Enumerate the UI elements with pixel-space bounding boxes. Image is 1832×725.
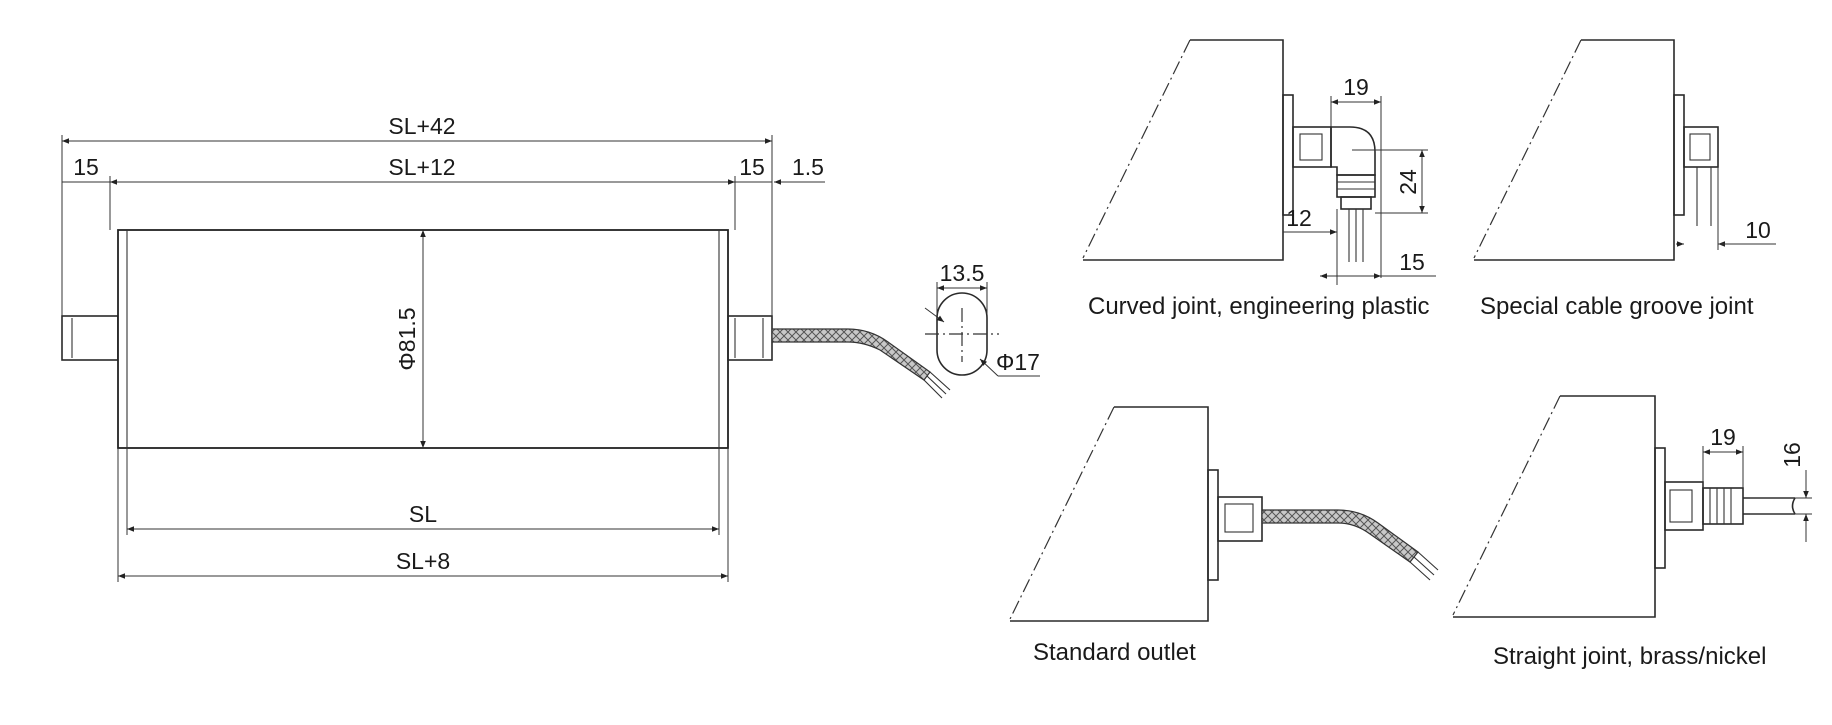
curved-dim-c: 12 [1286, 205, 1312, 231]
straight-dim-b: 16 [1779, 442, 1805, 468]
dim-inner-label: SL+12 [388, 154, 455, 180]
straight-dim-a: 19 [1710, 424, 1736, 450]
standard-caption: Standard outlet [1033, 639, 1196, 666]
dim-right-cap-label: 15 [739, 154, 765, 180]
variant-curved: 19 24 12 15 Curved joint, engineering pl… [1082, 39, 1436, 320]
standard-cable [1261, 509, 1419, 563]
dim-sl-plus-label: SL+8 [396, 548, 450, 574]
variant-standard: Standard outlet [1009, 406, 1439, 666]
left-shaft-end [61, 315, 119, 361]
groove-caption: Special cable groove joint [1480, 293, 1754, 320]
section-diameter-label: Φ17 [996, 349, 1040, 375]
dim-left-cap-label: 15 [73, 154, 99, 180]
straight-caption: Straight joint, brass/nickel [1493, 643, 1766, 670]
straight-joint-gland [1702, 487, 1744, 525]
section-shape [936, 292, 988, 376]
groove-dim-a: 10 [1745, 217, 1771, 243]
curved-dim-d: 15 [1399, 249, 1425, 275]
shaft-section: 13.5 Φ17 [924, 260, 1040, 377]
section-width-label: 13.5 [940, 260, 985, 286]
dim-diameter-label: Φ81.5 [394, 307, 420, 370]
variant-groove: 10 Special cable groove joint [1473, 39, 1776, 320]
curved-elbow [1330, 126, 1376, 176]
main-cable [771, 328, 931, 381]
straight-joint-nut [1664, 481, 1704, 531]
curved-caption: Curved joint, engineering plastic [1088, 293, 1430, 320]
variant-straight: 19 16 Straight joint, brass/nickel [1452, 395, 1812, 670]
dim-gap-label: 1.5 [792, 154, 824, 180]
groove-joint-body [1683, 126, 1719, 168]
main-view: SL+42 SL+12 15 15 1.5 Φ81.5 SL SL+8 [61, 113, 951, 582]
dim-sl-label: SL [409, 501, 437, 527]
curved-joint-nut [1292, 126, 1332, 168]
dim-overall-label: SL+42 [388, 113, 455, 139]
curved-dim-b: 24 [1395, 169, 1421, 195]
curved-dim-a: 19 [1343, 74, 1369, 100]
